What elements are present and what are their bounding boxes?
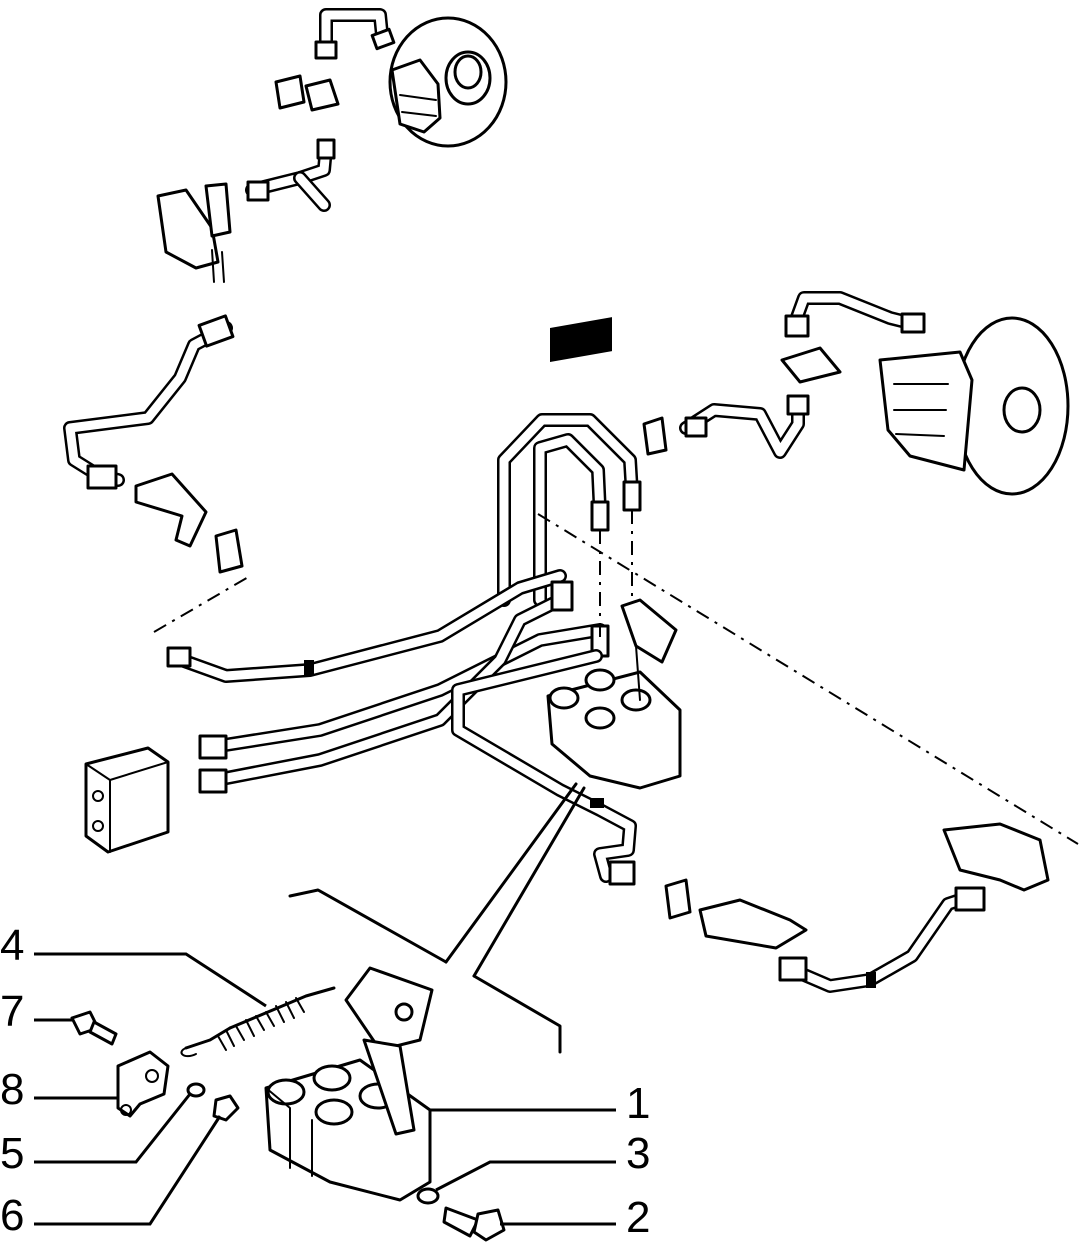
- callout-6: 6: [0, 1191, 24, 1240]
- front-left-brake-disc: [388, 16, 508, 148]
- callout-8: 8: [0, 1065, 24, 1114]
- bolt-part-7: [70, 1010, 118, 1046]
- bolt-part-2: [442, 1206, 506, 1242]
- bracket-part-8: [116, 1050, 170, 1118]
- callout-labels: 1 2 3 4 5 6 7 8: [0, 921, 650, 1242]
- callout-1: 1: [626, 1079, 650, 1128]
- regulator-outlet-pipe: [451, 649, 637, 886]
- central-pipe-bundle: [497, 317, 642, 607]
- reference-lines: [153, 510, 1079, 845]
- left-front-bracket: [134, 472, 244, 574]
- callout-4: 4: [0, 921, 24, 970]
- callout-leaders: [34, 952, 616, 1226]
- rear-long-lines: [166, 569, 610, 794]
- right-rear-brake-line: [664, 822, 1050, 993]
- front-right-small-bracket: [780, 346, 842, 384]
- front-right-brake-disc: [878, 316, 1070, 496]
- front-left-clip-bracket: [156, 182, 232, 283]
- nut-part-6: [212, 1094, 240, 1122]
- brake-pressure-regulator-small: [546, 598, 682, 790]
- left-front-brake-line: [63, 314, 235, 490]
- callout-7: 7: [0, 987, 24, 1036]
- washer-part-3: [416, 1187, 440, 1205]
- master-cylinder-block: [84, 746, 170, 854]
- front-left-flex-hose: [245, 138, 336, 212]
- front-right-pipe: [784, 291, 926, 338]
- regulator-detail-body: [264, 966, 434, 1202]
- washer-part-5: [186, 1082, 206, 1098]
- front-left-bracket: [274, 74, 340, 112]
- callout-2: 2: [626, 1193, 650, 1242]
- spring-part-4: [180, 986, 336, 1058]
- front-right-flex-hose: [642, 394, 810, 459]
- front-left-upper-pipe: [314, 8, 396, 60]
- callout-5: 5: [0, 1129, 24, 1178]
- detail-zoom-lines: [288, 782, 586, 1054]
- callout-3: 3: [626, 1129, 650, 1178]
